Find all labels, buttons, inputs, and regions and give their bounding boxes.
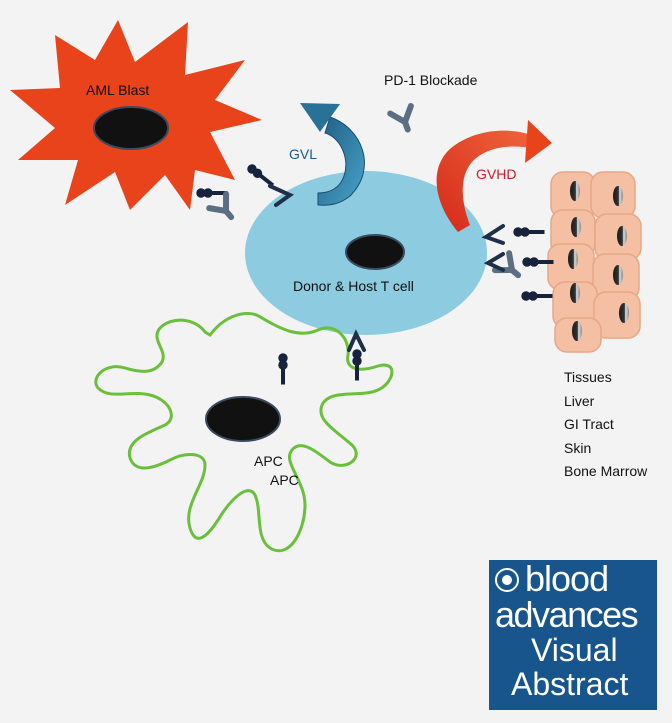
gvl-label: GVL [289, 146, 318, 162]
apc-label-2: APC [270, 472, 299, 488]
logo-line-3: Visual [531, 632, 618, 668]
gvhd-arrow [436, 120, 552, 232]
tissue-item: Liver [564, 392, 595, 409]
logo-line-4: Abstract [511, 666, 629, 702]
tissue-item: Bone Marrow [564, 463, 648, 479]
tissue-cells [547, 171, 642, 353]
t-cell-label: Donor & Host T cell [293, 278, 414, 294]
gvhd-label: GVHD [476, 166, 517, 182]
gvl-arrow [300, 103, 365, 206]
tissue-list: Tissues Liver GI Tract Skin Bone Marrow [564, 366, 647, 484]
apc-outline [94, 312, 394, 553]
tissue-item: Skin [564, 439, 592, 456]
tissue-item: Tissues [564, 369, 612, 385]
logo-line-1: blood [525, 558, 609, 599]
t-cell-nucleus [345, 234, 405, 270]
aml-blast-label: AML Blast [86, 82, 150, 98]
aml-blast-nucleus [93, 106, 169, 150]
aml-blast [10, 20, 262, 210]
society-seal-icon [495, 568, 519, 592]
apc [94, 312, 394, 553]
t-cell-receptors [268, 184, 505, 352]
logo-line-2: advances [495, 594, 639, 635]
apc-label-1: APC [254, 453, 283, 469]
tissue-item: GI Tract [564, 416, 614, 432]
blood-advances-logo: blood advances Visual Abstract [489, 558, 657, 710]
pd1-blockade-label: PD-1 Blockade [384, 72, 478, 88]
apc-nucleus [205, 396, 281, 442]
